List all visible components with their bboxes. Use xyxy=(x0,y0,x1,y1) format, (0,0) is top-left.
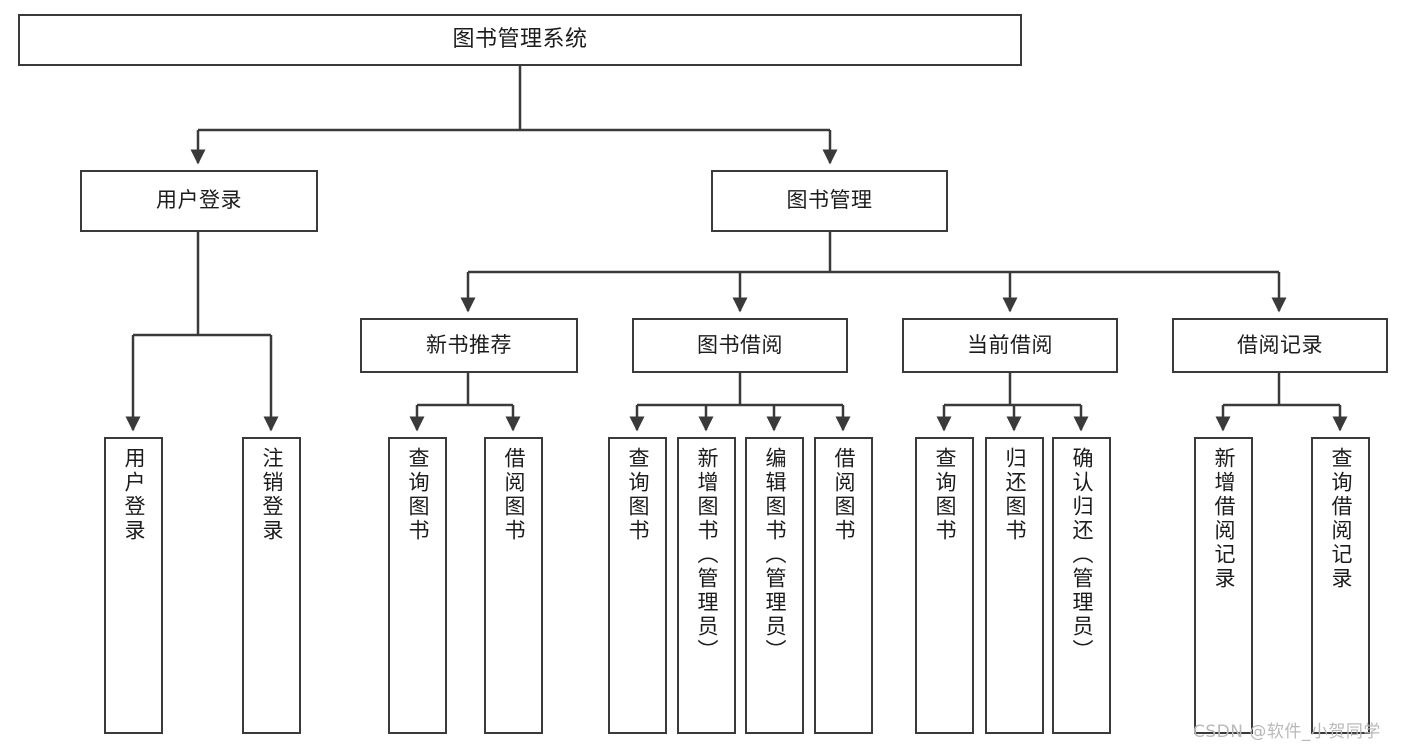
node-user-login[interactable]: 用户登录 xyxy=(80,170,318,232)
node-leaf-borrowrecord-add-record[interactable]: 新增借阅记录 xyxy=(1194,437,1253,734)
node-leaf-newbook-borrow-book-label: 借阅图书 xyxy=(502,447,526,543)
node-leaf-user-login-login-label: 用户登录 xyxy=(122,447,146,543)
node-borrow-record[interactable]: 借阅记录 xyxy=(1172,318,1388,373)
node-current-borrow-label: 当前借阅 xyxy=(967,332,1053,357)
node-leaf-borrowrecord-add-record-label: 新增借阅记录 xyxy=(1212,447,1236,591)
node-book-manage[interactable]: 图书管理 xyxy=(711,170,948,232)
node-root-system-label: 图书管理系统 xyxy=(452,26,588,52)
node-leaf-bookborrow-add-book-label: 新增图书（管理员） xyxy=(695,447,719,663)
node-leaf-currentborrow-query-book[interactable]: 查询图书 xyxy=(915,437,974,734)
node-new-book-recommend-label: 新书推荐 xyxy=(426,332,512,357)
node-leaf-bookborrow-edit-book[interactable]: 编辑图书（管理员） xyxy=(745,437,804,734)
node-leaf-borrowrecord-query-record[interactable]: 查询借阅记录 xyxy=(1311,437,1370,734)
node-book-manage-label: 图书管理 xyxy=(786,188,873,213)
node-leaf-user-login-login[interactable]: 用户登录 xyxy=(104,437,163,734)
node-borrow-record-label: 借阅记录 xyxy=(1237,332,1323,357)
node-leaf-newbook-query-book[interactable]: 查询图书 xyxy=(388,437,447,734)
node-leaf-bookborrow-borrow-book-label: 借阅图书 xyxy=(832,447,856,543)
node-leaf-borrowrecord-query-record-label: 查询借阅记录 xyxy=(1329,447,1353,591)
node-book-borrow[interactable]: 图书借阅 xyxy=(632,318,848,373)
node-leaf-currentborrow-confirm-return[interactable]: 确认归还（管理员） xyxy=(1052,437,1111,734)
node-book-borrow-label: 图书借阅 xyxy=(697,332,783,357)
node-leaf-user-login-logout-label: 注销登录 xyxy=(260,447,284,543)
node-leaf-currentborrow-return-book-label: 归还图书 xyxy=(1003,447,1027,543)
node-leaf-currentborrow-confirm-return-label: 确认归还（管理员） xyxy=(1070,447,1094,663)
node-leaf-currentborrow-query-book-label: 查询图书 xyxy=(933,447,957,543)
node-current-borrow[interactable]: 当前借阅 xyxy=(902,318,1118,373)
node-leaf-newbook-borrow-book[interactable]: 借阅图书 xyxy=(484,437,543,734)
node-user-login-label: 用户登录 xyxy=(156,188,242,213)
node-leaf-bookborrow-add-book[interactable]: 新增图书（管理员） xyxy=(677,437,736,734)
node-leaf-newbook-query-book-label: 查询图书 xyxy=(406,447,430,543)
node-new-book-recommend[interactable]: 新书推荐 xyxy=(360,318,578,373)
node-leaf-bookborrow-borrow-book[interactable]: 借阅图书 xyxy=(814,437,873,734)
node-root-system[interactable]: 图书管理系统 xyxy=(18,14,1022,66)
node-leaf-bookborrow-query-book[interactable]: 查询图书 xyxy=(608,437,667,734)
node-leaf-bookborrow-query-book-label: 查询图书 xyxy=(626,447,650,543)
csdn-watermark: CSDN @软件_小贺同学 xyxy=(1193,722,1381,742)
node-leaf-user-login-logout[interactable]: 注销登录 xyxy=(242,437,301,734)
node-leaf-currentborrow-return-book[interactable]: 归还图书 xyxy=(985,437,1044,734)
node-leaf-bookborrow-edit-book-label: 编辑图书（管理员） xyxy=(763,447,787,663)
